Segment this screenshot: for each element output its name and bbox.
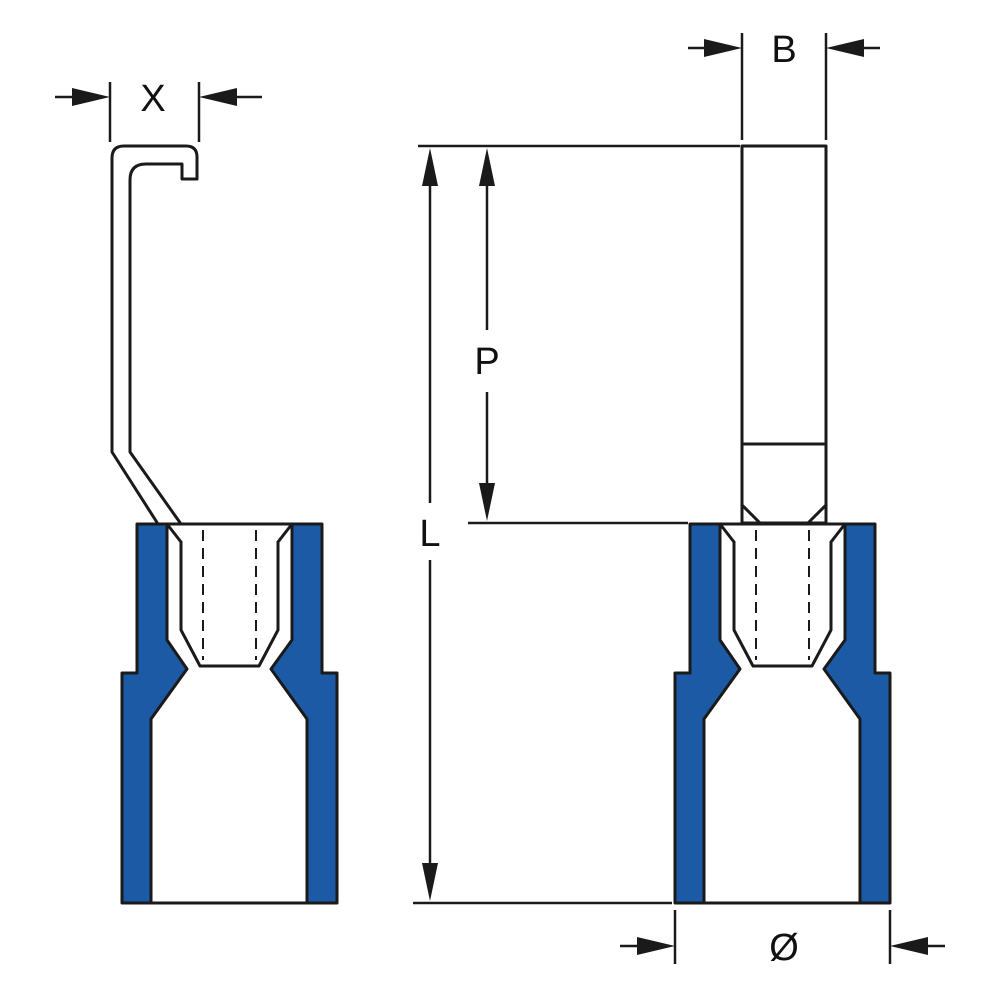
dimension-p: P bbox=[418, 144, 740, 525]
b-arrowhead-right bbox=[826, 39, 864, 57]
diameter-dimension-label: Ø bbox=[769, 927, 799, 969]
l-arrowhead-up bbox=[422, 148, 438, 186]
x-arrowhead-left bbox=[72, 88, 110, 106]
x-arrowhead-right bbox=[199, 88, 237, 106]
diameter-arrowhead-left bbox=[637, 937, 675, 955]
front-barrel-chamfer-right bbox=[829, 522, 847, 544]
side-view bbox=[110, 144, 339, 905]
side-barrel-cup bbox=[179, 540, 280, 668]
l-arrowhead-down bbox=[422, 863, 438, 901]
b-arrowhead-left bbox=[704, 39, 742, 57]
dimension-b: B bbox=[688, 29, 880, 140]
front-blade-chamfer-left bbox=[740, 503, 762, 525]
front-barrel-cup bbox=[732, 540, 833, 668]
front-view bbox=[673, 144, 892, 905]
side-sleeve-interior bbox=[149, 522, 309, 905]
diameter-arrowhead-right bbox=[890, 937, 928, 955]
side-barrel-chamfer-right bbox=[276, 522, 294, 544]
p-dimension-label: P bbox=[474, 341, 499, 383]
front-blade-outline bbox=[740, 144, 828, 525]
dimension-x: X bbox=[55, 78, 262, 142]
b-dimension-label: B bbox=[771, 29, 796, 71]
dimension-l: L bbox=[413, 148, 672, 905]
p-arrowhead-down bbox=[479, 483, 495, 521]
l-dimension-label: L bbox=[419, 513, 440, 555]
front-sleeve-interior bbox=[702, 522, 862, 905]
x-dimension-label: X bbox=[140, 78, 165, 120]
p-arrowhead-up bbox=[479, 148, 495, 186]
front-barrel-chamfer-left bbox=[718, 522, 736, 544]
hook-blade-outline bbox=[110, 144, 199, 526]
side-barrel-chamfer-left bbox=[165, 522, 183, 544]
front-blade-chamfer-right bbox=[806, 503, 828, 525]
dimension-diameter: Ø bbox=[620, 910, 945, 969]
